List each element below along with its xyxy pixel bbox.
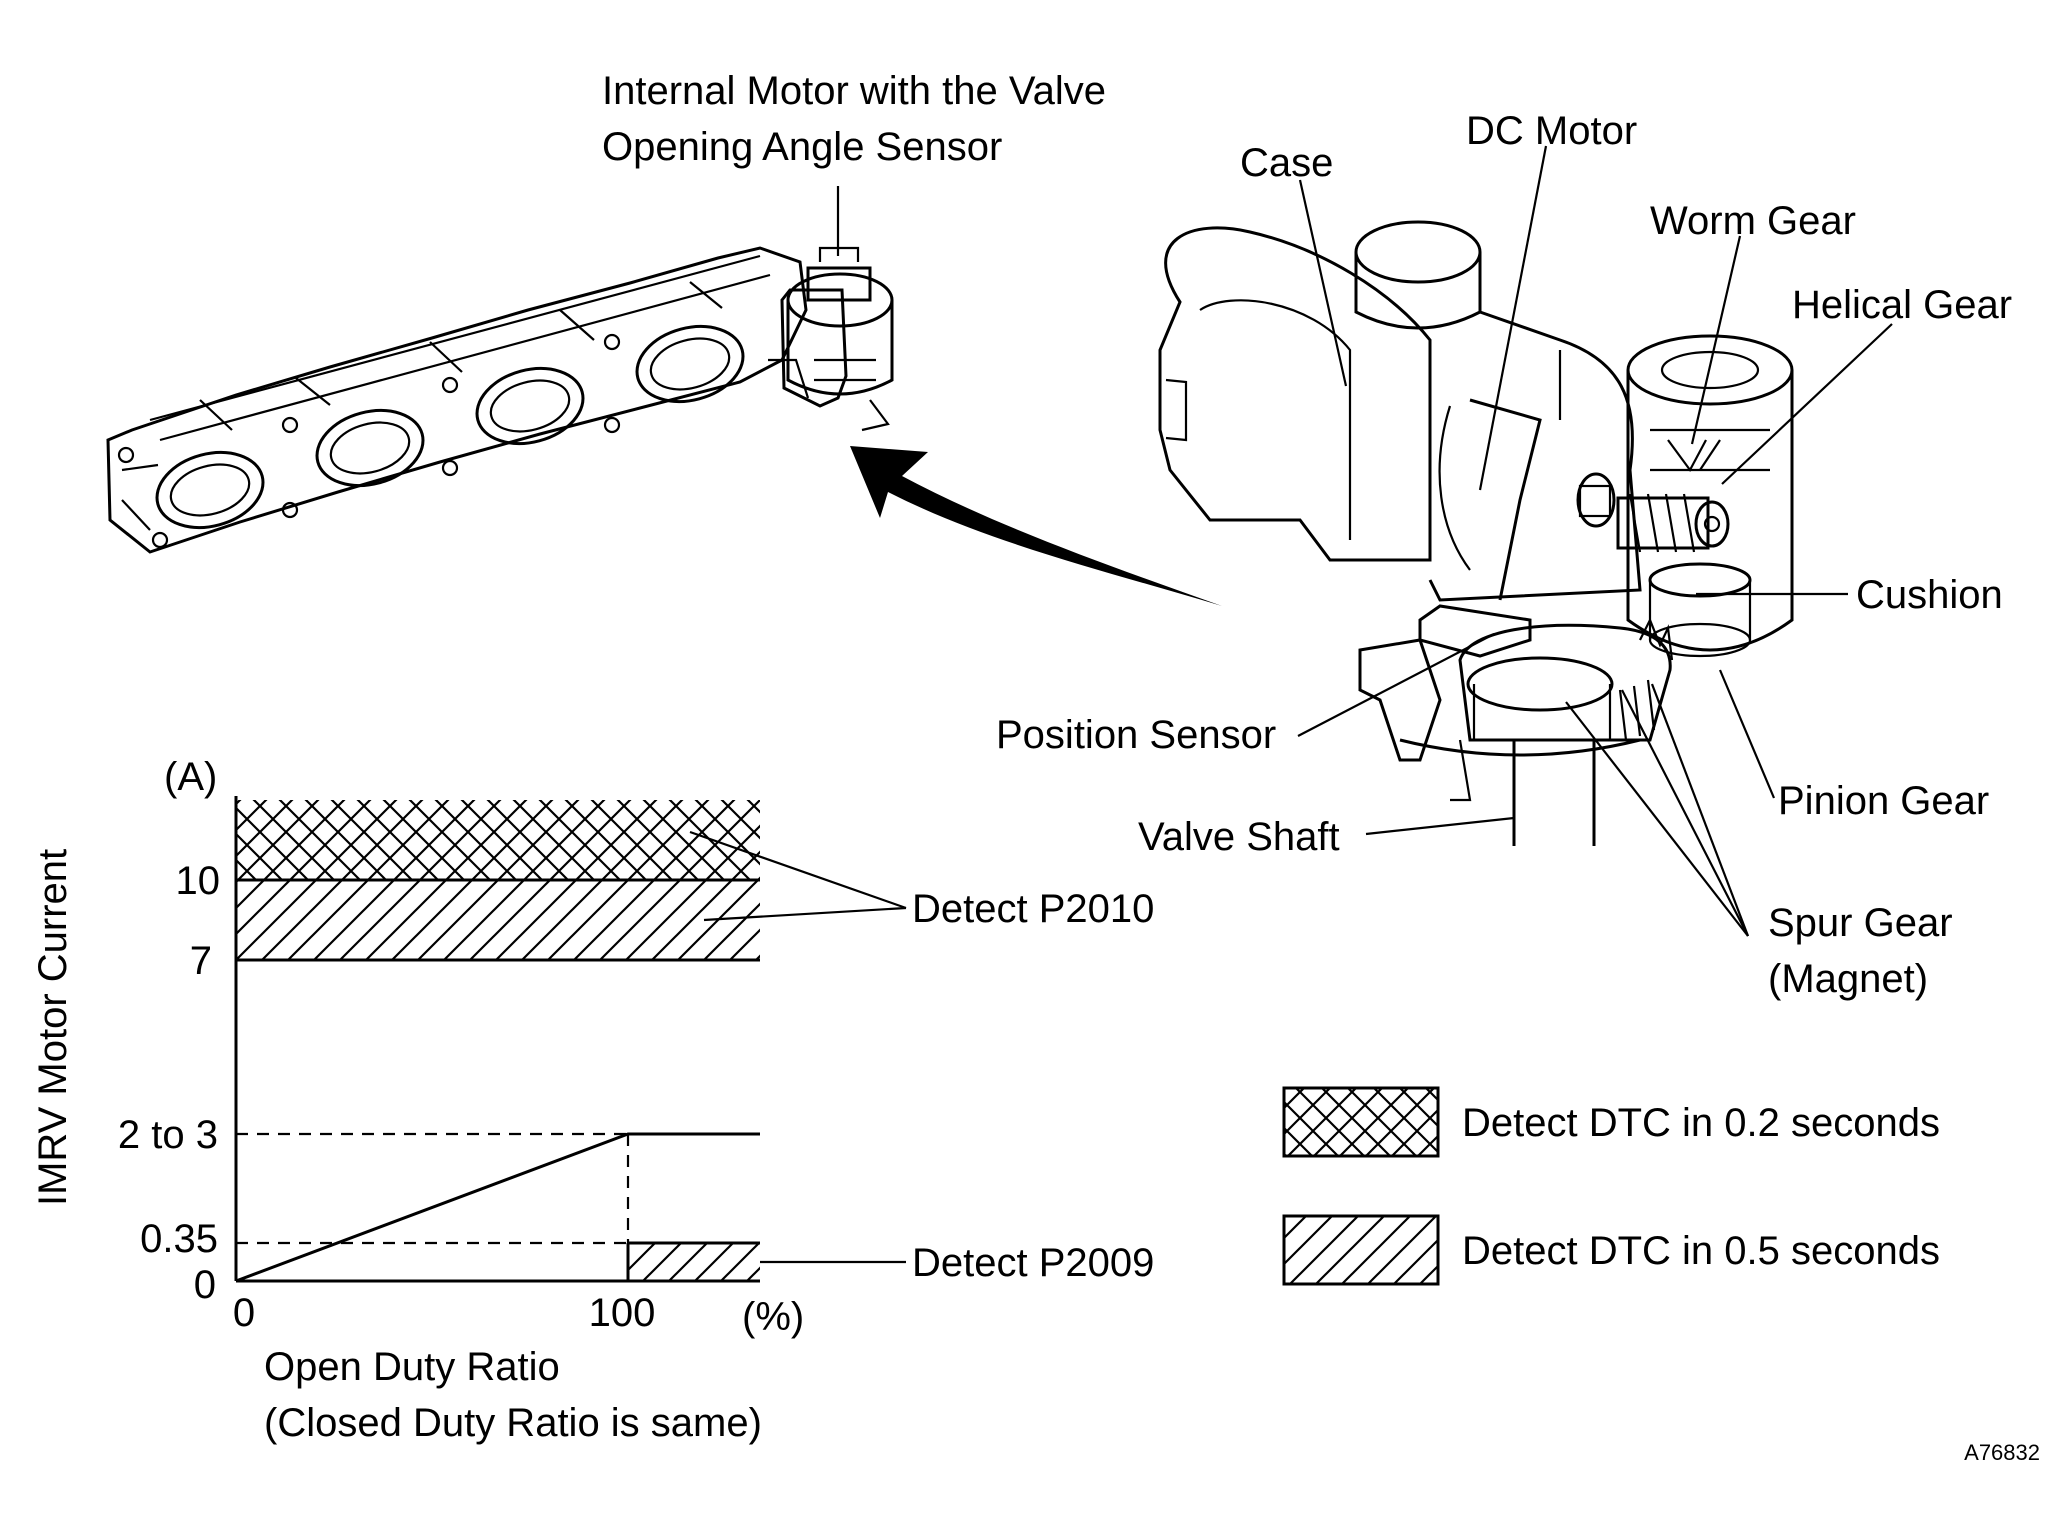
region-hatch-0-to-035 [628, 1243, 760, 1281]
worm-gear-drawing [1616, 493, 1730, 553]
label-cushion: Cushion [1856, 573, 2003, 617]
label-spur-gear-line2: (Magnet) [1768, 957, 1928, 1001]
y-unit: (A) [164, 755, 217, 799]
legend: Detect DTC in 0.2 seconds Detect DTC in … [1282, 1086, 1940, 1286]
y-tick-7: 7 [190, 939, 212, 983]
normal-current-line [235, 1132, 760, 1283]
x-tick-0: 0 [233, 1291, 255, 1335]
imrv-current-chart: 10 7 2 to 3 0.35 0 0 100 (%) (A) IMRV Mo… [31, 755, 1154, 1445]
annotation-p2009: Detect P2009 [912, 1241, 1154, 1285]
region-hatch-7-to-10 [236, 880, 760, 960]
imrv-cutaway-drawing [1158, 220, 1794, 846]
x-unit: (%) [742, 1295, 804, 1339]
label-case: Case [1240, 141, 1333, 185]
annotation-p2010: Detect P2010 [912, 887, 1154, 931]
manifold-bolt-holes [117, 333, 621, 549]
legend-swatch-hatch [1282, 1214, 1440, 1286]
legend-swatch-crosshatch [1282, 1086, 1440, 1158]
leaders-cutaway [1297, 145, 1893, 937]
label-internal-motor-line2: Opening Angle Sensor [602, 125, 1002, 169]
leader-p2010-a [689, 830, 907, 910]
label-worm-gear: Worm Gear [1650, 199, 1856, 243]
label-spur-gear-line1: Spur Gear [1768, 901, 1953, 945]
legend-text-crosshatch: Detect DTC in 0.2 seconds [1462, 1101, 1940, 1145]
x-axis-label-line2: (Closed Duty Ratio is same) [264, 1401, 762, 1445]
x-axis-label-line1: Open Duty Ratio [264, 1345, 560, 1389]
region-crosshatch-above-10 [236, 800, 760, 880]
y-tick-035: 0.35 [140, 1217, 218, 1261]
intake-manifold-drawing [106, 246, 894, 554]
curved-arrow [850, 446, 1222, 606]
legend-text-hatch: Detect DTC in 0.5 seconds [1462, 1229, 1940, 1273]
label-internal-motor-line1: Internal Motor with the Valve [602, 69, 1106, 113]
label-valve-shaft: Valve Shaft [1138, 815, 1340, 859]
y-tick-2to3: 2 to 3 [118, 1113, 218, 1157]
label-dc-motor: DC Motor [1466, 109, 1637, 153]
x-tick-100: 100 [589, 1291, 656, 1335]
label-pinion-gear: Pinion Gear [1778, 779, 1989, 823]
label-helical-gear: Helical Gear [1792, 283, 2012, 327]
figure-code: A76832 [1964, 1440, 2040, 1465]
label-position-sensor: Position Sensor [996, 713, 1276, 757]
y-tick-0: 0 [194, 1263, 216, 1307]
manifold-motor-assembly [768, 246, 894, 432]
y-axis-label: IMRV Motor Current [31, 849, 75, 1206]
y-tick-10: 10 [176, 859, 221, 903]
manifold-ports [155, 325, 745, 529]
leader-p2010-b [703, 906, 907, 922]
spur-gear-drawing [1458, 617, 1674, 742]
